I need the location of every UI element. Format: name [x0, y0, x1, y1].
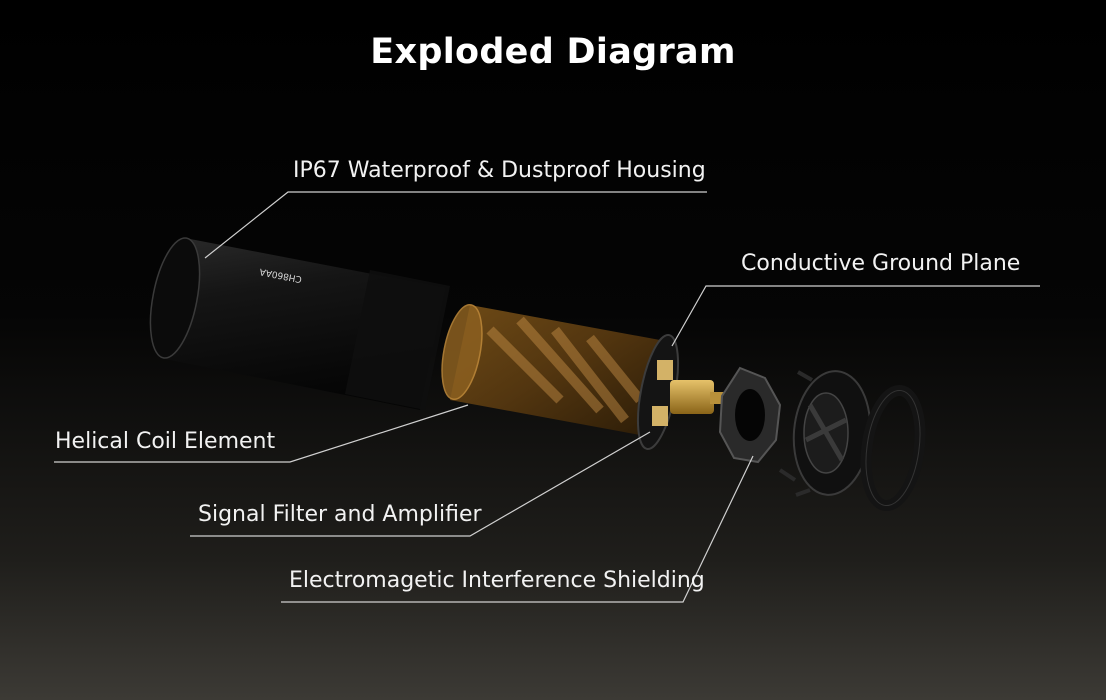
label-ground-plane: Conductive Ground Plane	[741, 251, 1021, 276]
label-emi-shielding: Electromagetic Interference Shielding	[289, 568, 705, 593]
connector-cap	[778, 370, 872, 497]
emi-shielding-ring	[718, 366, 782, 464]
label-helical-coil: Helical Coil Element	[55, 429, 276, 454]
leader-shielding	[281, 455, 754, 603]
helical-coil-tube	[441, 304, 660, 435]
label-signal-filter: Signal Filter and Amplifier	[198, 502, 482, 527]
ground-plane-disk	[636, 333, 724, 451]
leader-housing	[204, 191, 707, 259]
leader-filter	[190, 431, 651, 537]
diagram-title: Exploded Diagram	[370, 32, 736, 72]
housing-tube: CH860AA	[149, 237, 450, 410]
leader-coil	[54, 404, 469, 463]
label-housing: IP67 Waterproof & Dustproof Housing	[293, 158, 706, 183]
sealing-gasket	[860, 384, 926, 512]
leader-ground-plane	[671, 285, 1040, 347]
leader-lines	[54, 191, 1040, 603]
